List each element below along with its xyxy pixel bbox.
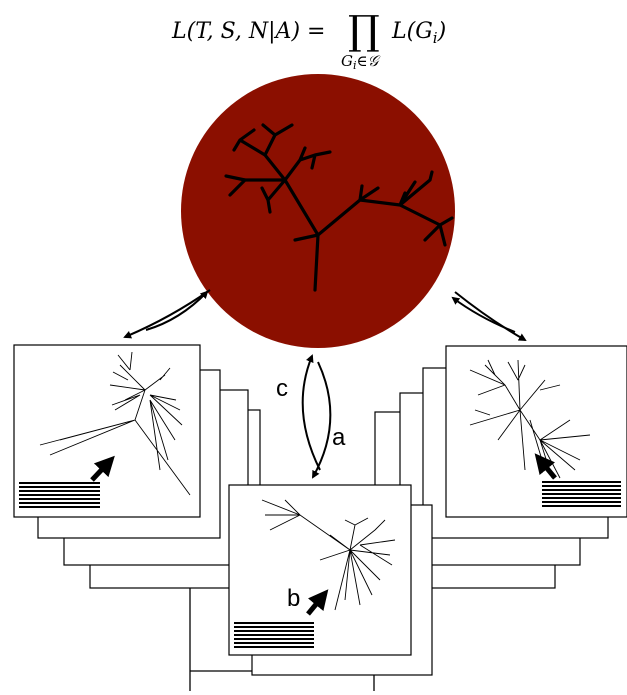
right-gene-tree [469,359,591,479]
right-gene-tree-panel [445,345,627,518]
arrow-c [301,354,321,471]
likelihood-formula: L(T, S, N|A) = ∏ Gi∈𝒢 L(Gi) [171,8,446,72]
left-double-arrow [123,289,211,339]
right-double-arrow [451,291,527,341]
label-c: c [276,375,288,402]
left-gene-tree [39,351,191,496]
center-gene-tree-stack [228,484,433,676]
right-alignment [542,481,621,507]
species-tree [224,123,454,292]
formula-subscript: Gi∈𝒢 [341,52,381,72]
label-a: a [332,424,346,451]
formula-rhs: L(Gi) [391,19,446,47]
formula-lhs: L(T, S, N|A) = [171,19,325,44]
left-alignment [19,482,100,508]
formula-product-symbol: ∏ [348,8,380,54]
center-gene-tree [261,499,396,611]
center-inference-arrow [306,589,329,616]
species-tree-disk [181,74,455,348]
center-gene-tree-panel [228,484,412,656]
right-gene-tree-stack [374,345,627,589]
arrow-a [312,361,332,479]
label-b: b [287,585,300,612]
center-ca-arrows [301,354,332,479]
center-alignment [234,622,314,648]
left-inference-arrow [90,455,115,482]
